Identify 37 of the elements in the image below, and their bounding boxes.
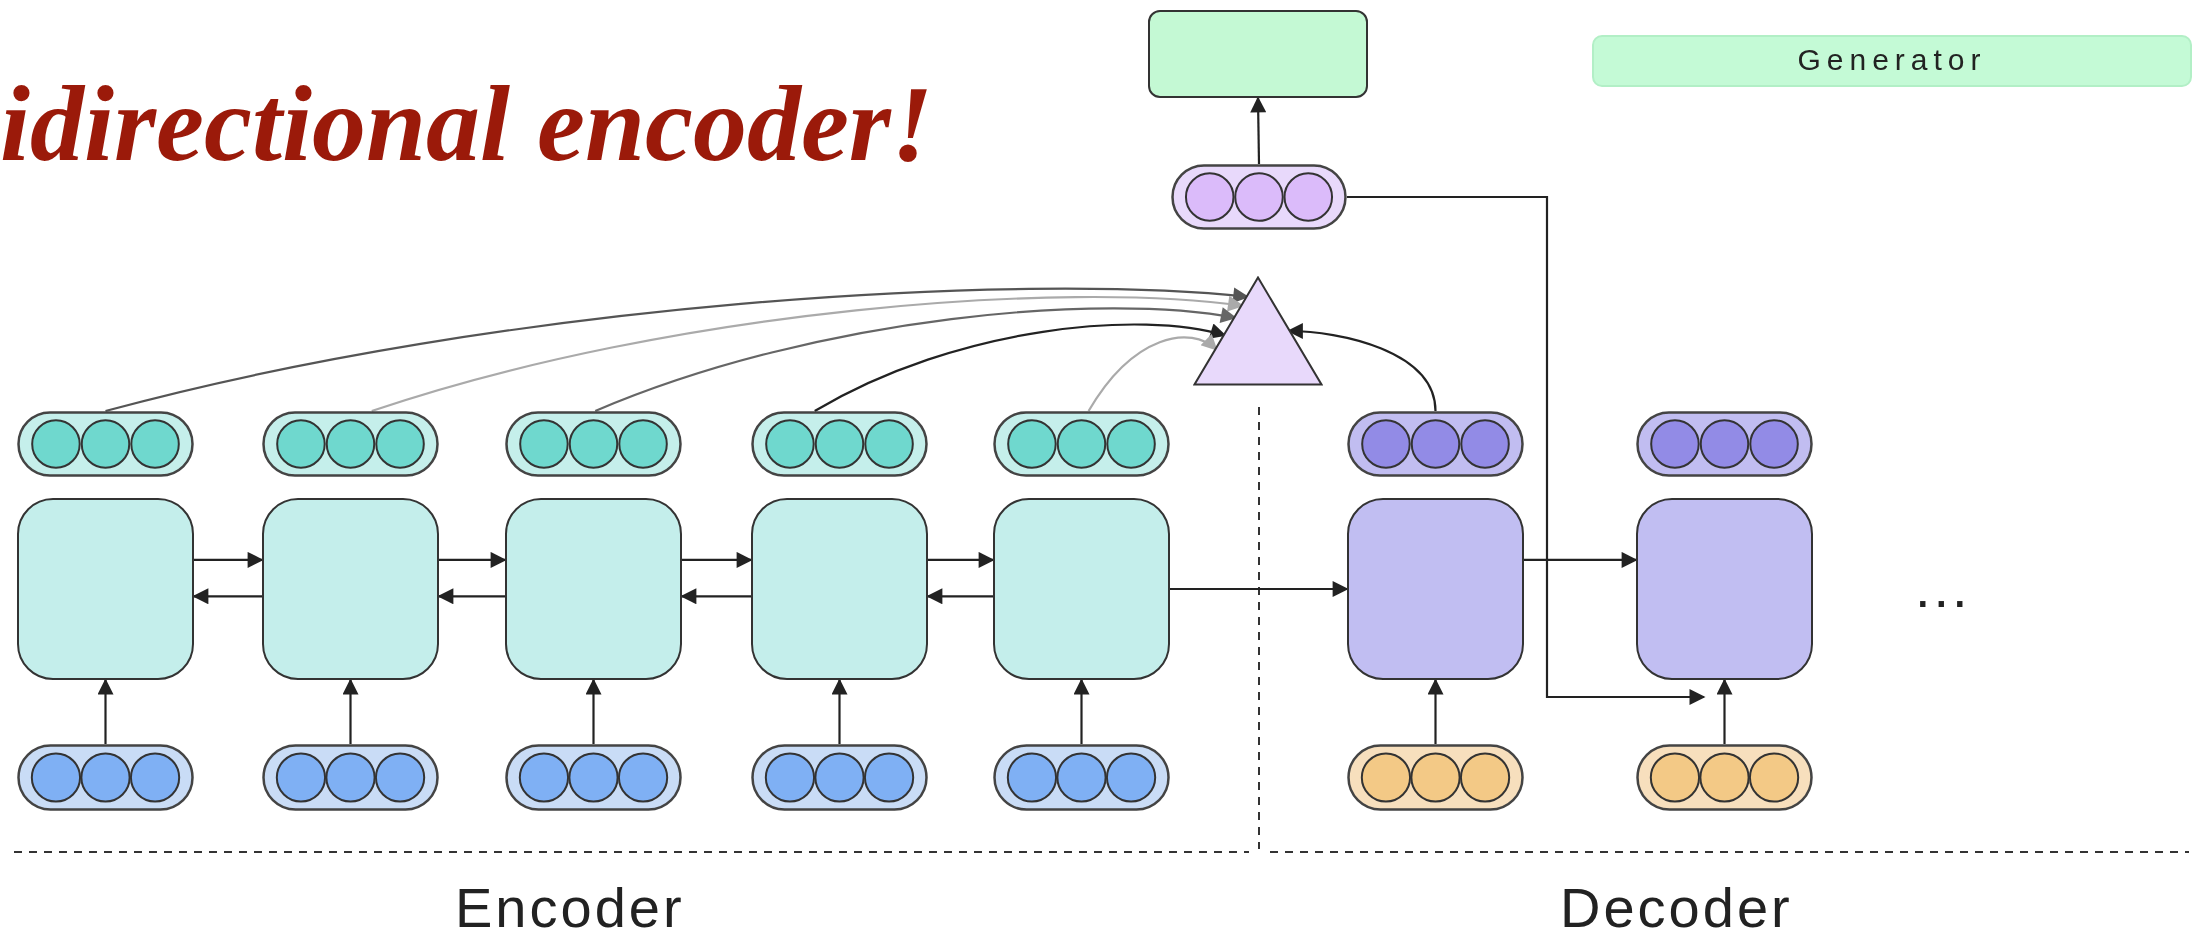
arrow xyxy=(928,551,995,568)
section-label: Encoder xyxy=(455,880,685,936)
rnn-cell xyxy=(505,498,682,680)
rnn-cell xyxy=(1636,498,1813,680)
arrow xyxy=(1170,581,1349,597)
arrow xyxy=(1250,96,1267,164)
arrow xyxy=(1716,678,1733,744)
arrow xyxy=(439,551,507,568)
arrow xyxy=(682,551,753,568)
rnn-cell xyxy=(262,498,439,680)
arrow xyxy=(680,588,751,605)
output-box xyxy=(1148,10,1368,98)
arrow xyxy=(194,551,264,568)
arrow xyxy=(814,323,1227,412)
arrow xyxy=(1087,334,1218,412)
title: idirectional encoder! xyxy=(0,70,933,178)
arrow xyxy=(192,588,262,605)
arrow xyxy=(831,678,848,744)
rnn-cell xyxy=(17,498,194,680)
generator-box xyxy=(1592,35,2192,87)
arrow xyxy=(1347,195,1706,705)
rnn-cell xyxy=(1347,498,1524,680)
arrow xyxy=(342,678,359,744)
ellipsis: ... xyxy=(1915,560,1971,616)
arrow xyxy=(437,588,505,605)
arrow xyxy=(1427,678,1444,744)
rnn-cell xyxy=(993,498,1170,680)
box-label: Generator xyxy=(1796,43,1988,77)
attention-triangle xyxy=(1193,276,1323,386)
rnn-cell xyxy=(751,498,928,680)
arrow xyxy=(97,678,114,744)
arrow xyxy=(594,307,1237,413)
arrow xyxy=(585,678,602,744)
arrow xyxy=(926,588,993,605)
arrow xyxy=(1073,678,1090,744)
arrow xyxy=(1524,551,1638,568)
section-label: Decoder xyxy=(1560,880,1793,936)
